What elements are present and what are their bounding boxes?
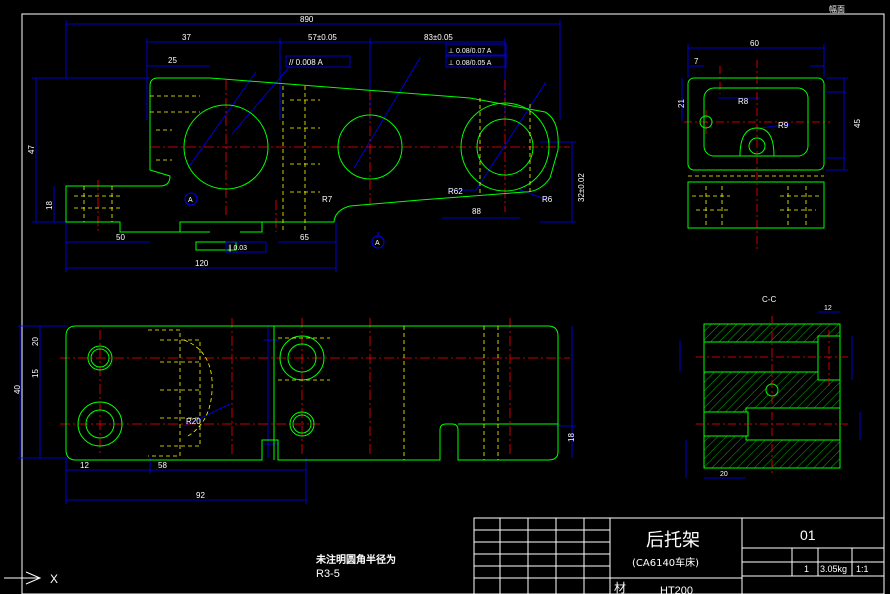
dim-7: 7 (694, 57, 699, 66)
dim-21: 21 (677, 99, 686, 108)
front-view: // 0.008 A ⊥ 0.08/0.07 A ⊥ 0.08/0.05 A ∥… (27, 15, 586, 272)
dim-65: 65 (300, 233, 309, 242)
dim-57: 57±0.05 (308, 33, 337, 42)
dim-20: 20 (31, 337, 40, 346)
datum-label-2: A (375, 240, 380, 247)
front-hidden-lines (74, 86, 531, 232)
note-line-1: 未注明圆角半径为 (315, 553, 396, 566)
section-cc: C-C 12 20 (679, 295, 861, 479)
dim-120: 120 (195, 259, 209, 268)
section-label: C-C (762, 295, 776, 304)
weight-value: 3.05kg (820, 564, 847, 574)
front-outline (65, 77, 559, 251)
part-name: 后托架 (646, 530, 700, 551)
side-view: 60 7 21 45 R8 R9 (677, 39, 862, 252)
dim-83: 83±0.05 (424, 33, 453, 42)
tolerance-frame-2: ⊥ 0.08/0.07 A (448, 48, 492, 55)
ucs-icon: X (4, 571, 58, 586)
note-line-2: R3-5 (316, 568, 340, 580)
dim-12-section: 12 (824, 305, 832, 312)
material-label: 材 (614, 581, 626, 594)
dim-88: 88 (472, 207, 481, 216)
scale-value: 1:1 (856, 564, 869, 574)
datum-markers: A A (184, 192, 385, 249)
technical-note: 未注明圆角半径为 R3-5 (315, 553, 396, 580)
dim-r62: R62 (448, 187, 463, 196)
dim-40: 40 (13, 385, 22, 394)
dim-37: 37 (182, 33, 191, 42)
top-tag: 幅面 (829, 4, 845, 14)
front-dimension-lines (32, 20, 576, 272)
dim-r20: R20 (186, 417, 201, 426)
dim-92: 92 (196, 491, 205, 500)
title-block: 后托架 (CA6140车床) 01 1 3.05kg 1:1 材 HT200 (473, 517, 885, 594)
dim-50: 50 (116, 233, 125, 242)
dim-r7: R7 (322, 195, 333, 204)
dim-47: 47 (27, 145, 36, 154)
dim-45: 45 (853, 119, 862, 128)
dim-r9: R9 (778, 121, 789, 130)
datum-label-1: A (188, 197, 193, 204)
dim-60: 60 (750, 39, 759, 48)
drawing-number: 01 (800, 527, 816, 543)
front-tolerance-frames: // 0.008 A ⊥ 0.08/0.07 A ⊥ 0.08/0.05 A ∥… (225, 43, 507, 253)
svg-text:X: X (50, 572, 58, 586)
dim-12: 12 (80, 461, 89, 470)
tolerance-frame-4: ∥ 0.03 (228, 244, 247, 252)
dim-18-top: 18 (567, 433, 576, 442)
dim-20-section: 20 (720, 471, 728, 478)
dim-32: 32±0.02 (577, 173, 586, 202)
front-dimension-texts: 890 37 57±0.05 83±0.05 25 47 18 50 120 6… (27, 15, 586, 268)
dim-r6: R6 (542, 195, 553, 204)
dim-890: 890 (300, 15, 314, 24)
top-view: 40 20 15 12 58 92 18 R20 (13, 318, 576, 504)
machine-name: (CA6140车床) (632, 556, 699, 569)
front-center-lines (97, 80, 570, 232)
tolerance-frame-1: // 0.008 A (289, 58, 323, 67)
quantity-value: 1 (804, 564, 809, 574)
dim-15: 15 (31, 369, 40, 378)
dim-18: 18 (45, 201, 54, 210)
material-value: HT200 (660, 585, 693, 594)
drawing-frame (21, 13, 885, 594)
dim-25: 25 (168, 56, 177, 65)
dim-58: 58 (158, 461, 167, 470)
tolerance-frame-3: ⊥ 0.08/0.05 A (448, 60, 492, 67)
dim-r8: R8 (738, 97, 749, 106)
